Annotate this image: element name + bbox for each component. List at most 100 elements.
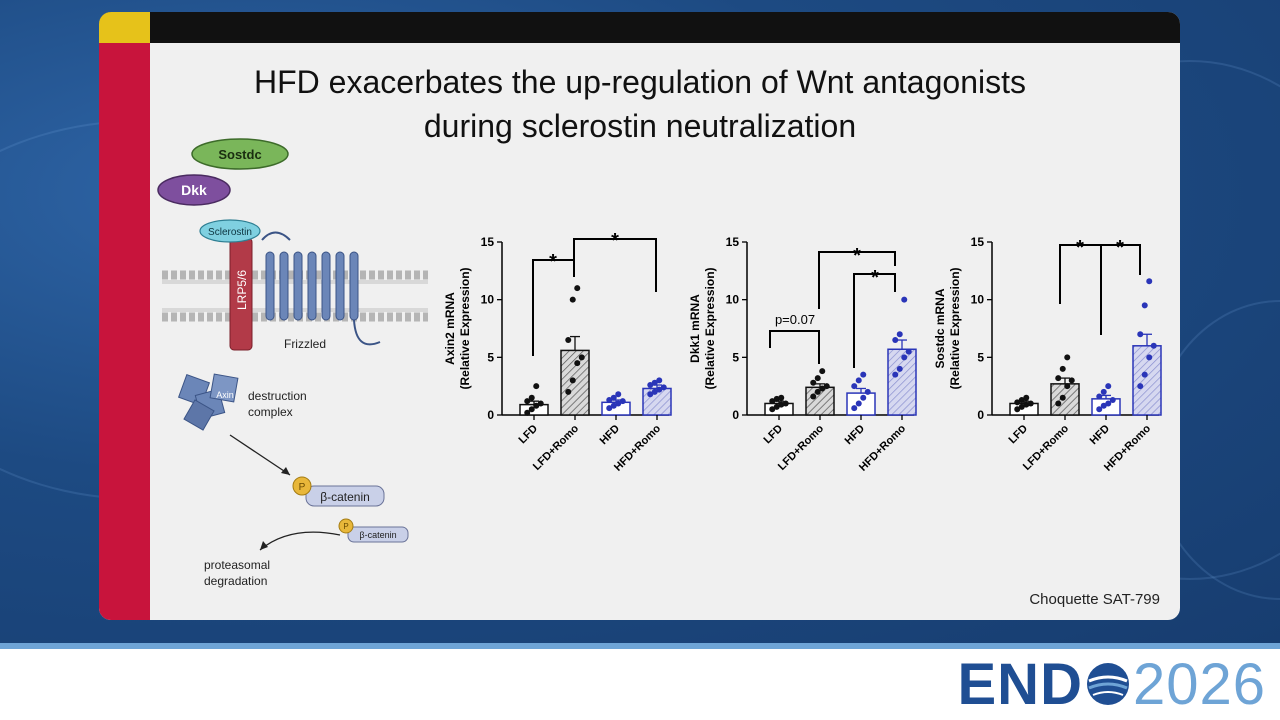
data-point — [1105, 383, 1112, 390]
data-point — [851, 383, 858, 390]
data-point — [1137, 331, 1144, 338]
globe-icon — [1086, 663, 1129, 705]
destruction-label: destruction — [248, 389, 307, 403]
frizzled-receptor — [261, 231, 381, 346]
data-point — [1146, 278, 1153, 285]
y-tick-label: 0 — [732, 408, 739, 422]
frizzled-label: Frizzled — [284, 337, 326, 351]
significance-bracket — [769, 330, 820, 364]
data-point — [1105, 400, 1112, 407]
significance-label: p=0.07 — [775, 312, 815, 327]
y-axis-label-line1: Axin2 mRNA — [443, 292, 457, 365]
y-axis-label-line1: Sostdc mRNA — [933, 288, 947, 368]
data-point — [1018, 397, 1025, 404]
data-point — [1064, 383, 1071, 390]
y-tick-label: 15 — [726, 235, 740, 249]
lrp-label: LRP5/6 — [235, 270, 249, 310]
y-tick-label: 15 — [971, 235, 985, 249]
data-point — [814, 388, 821, 395]
data-point — [814, 375, 821, 382]
slide-corner-accent — [99, 12, 150, 43]
y-tick-label: 5 — [977, 350, 984, 364]
phospho-label: P — [299, 482, 306, 493]
data-point — [1018, 403, 1025, 410]
data-point — [896, 365, 903, 372]
x-tick-label: LFD — [1007, 423, 1031, 447]
data-point — [1059, 394, 1066, 401]
data-point — [619, 398, 626, 405]
data-point — [615, 400, 622, 407]
slide-title-line2: during sclerostin neutralization — [423, 108, 857, 144]
data-point — [651, 379, 658, 386]
axin-complex — [177, 373, 239, 431]
y-axis-label-line2: (Relative Expression) — [703, 267, 717, 389]
data-point — [851, 405, 858, 412]
data-point — [656, 386, 663, 393]
data-point — [892, 371, 899, 378]
data-point — [1100, 402, 1107, 409]
sostdc-label: Sostdc — [218, 147, 261, 162]
phospho-label-small: P — [343, 522, 348, 531]
data-point — [892, 337, 899, 344]
data-point — [855, 400, 862, 407]
y-tick-label: 10 — [481, 293, 495, 307]
sclerostin-ellipse — [199, 219, 261, 243]
data-point — [1027, 400, 1034, 407]
x-tick-label: HFD — [843, 423, 868, 448]
sostdc-ellipse — [191, 138, 289, 170]
data-point — [524, 398, 531, 405]
data-point — [1055, 400, 1062, 407]
y-axis-label-line1: Dkk1 mRNA — [688, 294, 702, 363]
data-point — [578, 354, 585, 361]
data-point — [901, 354, 908, 361]
data-point — [1023, 401, 1030, 408]
data-point — [610, 394, 617, 401]
data-point — [1068, 377, 1075, 384]
logo-year-text: 2026 — [1132, 651, 1266, 717]
data-point — [574, 360, 581, 367]
y-tick-label: 0 — [487, 408, 494, 422]
data-point — [647, 391, 654, 398]
data-point — [537, 400, 544, 407]
data-point — [1059, 365, 1066, 372]
beta-catenin-label: β-catenin — [320, 490, 370, 504]
arrow-to-degradation — [259, 531, 341, 551]
data-point — [1055, 375, 1062, 382]
data-point — [606, 397, 613, 404]
y-tick-label: 10 — [971, 293, 985, 307]
data-point — [1109, 397, 1116, 404]
data-point — [1146, 354, 1153, 361]
data-point — [533, 383, 540, 390]
significance-bracket — [573, 238, 657, 292]
beta-catenin-box-small — [347, 526, 409, 543]
data-point — [528, 406, 535, 413]
endo-2026-logo: END 2026 — [958, 652, 1267, 717]
data-point — [524, 409, 531, 416]
y-tick-label: 0 — [977, 408, 984, 422]
bar — [887, 348, 917, 416]
data-point — [901, 296, 908, 303]
data-point — [1096, 406, 1103, 413]
complex-label: complex — [248, 405, 293, 419]
significance-label: * — [871, 267, 879, 289]
data-point — [1014, 399, 1021, 406]
significance-label: * — [611, 230, 619, 252]
beta-catenin-label-small: β-catenin — [359, 530, 396, 540]
slide-title: HFD exacerbates the up-regulation of Wnt… — [150, 60, 1130, 148]
phospho-icon — [292, 476, 312, 496]
data-point — [778, 401, 785, 408]
y-tick-label: 5 — [732, 350, 739, 364]
data-point — [860, 371, 867, 378]
data-point — [864, 388, 871, 395]
data-point — [610, 402, 617, 409]
y-axis-label-line2: (Relative Expression) — [948, 267, 962, 389]
significance-bracket — [818, 251, 896, 309]
dkk-label: Dkk — [181, 182, 207, 198]
degradation-label: degradation — [204, 574, 267, 588]
y-tick-label: 5 — [487, 350, 494, 364]
data-point — [905, 348, 912, 355]
significance-bracket — [853, 273, 896, 368]
significance-bracket — [532, 259, 575, 356]
data-point — [1137, 383, 1144, 390]
